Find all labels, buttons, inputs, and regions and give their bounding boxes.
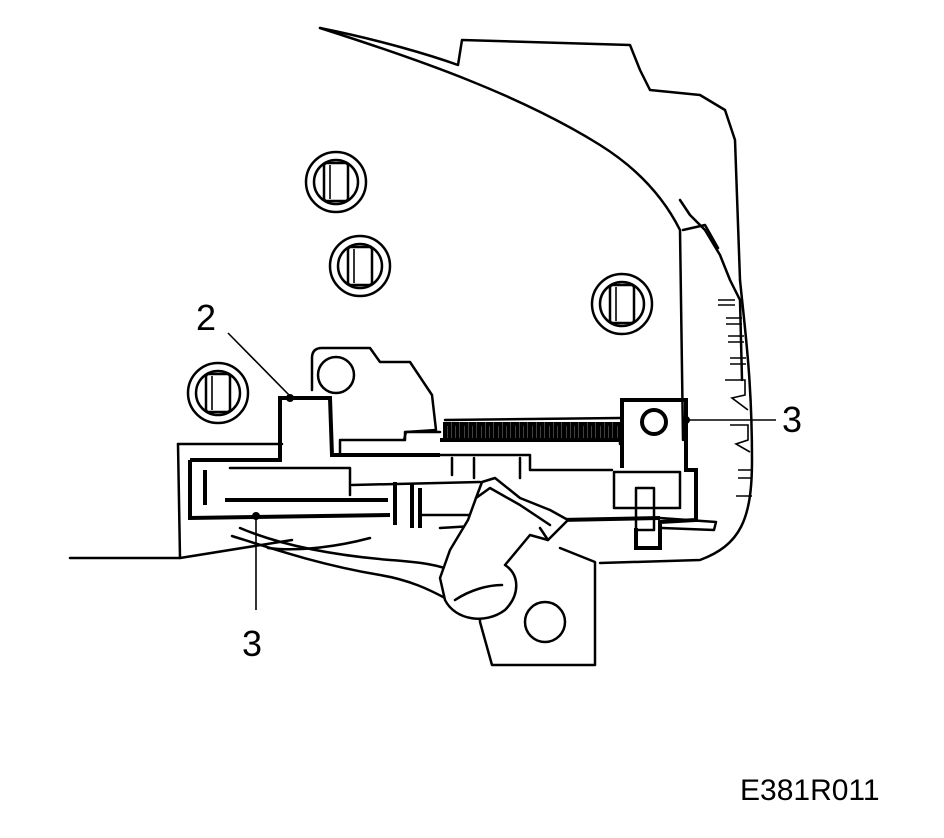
gear-rack (443, 416, 624, 442)
door-panel-outline (68, 26, 754, 565)
callout-dot-3-bottom (252, 512, 260, 520)
callout-dot-3-right (682, 416, 690, 424)
serrated-edge (718, 299, 752, 497)
hose-connector (438, 476, 570, 620)
callout-dot-2 (286, 394, 294, 402)
mounting-holes (186, 150, 654, 425)
upper-bracket (310, 346, 438, 442)
callout-label-3-bottom: 3 (242, 623, 262, 664)
mounting-hole-3 (590, 272, 654, 336)
mounting-hole-1 (304, 150, 368, 214)
callout-label-3-right: 3 (782, 399, 802, 440)
mounting-hole-2 (328, 234, 392, 298)
callout-label-2: 2 (196, 297, 216, 338)
right-actuator (612, 398, 718, 550)
mounting-hole-4 (186, 361, 250, 425)
cable (230, 526, 457, 600)
leader-lines (227, 332, 776, 610)
figure-code: E381R011 (740, 774, 880, 807)
